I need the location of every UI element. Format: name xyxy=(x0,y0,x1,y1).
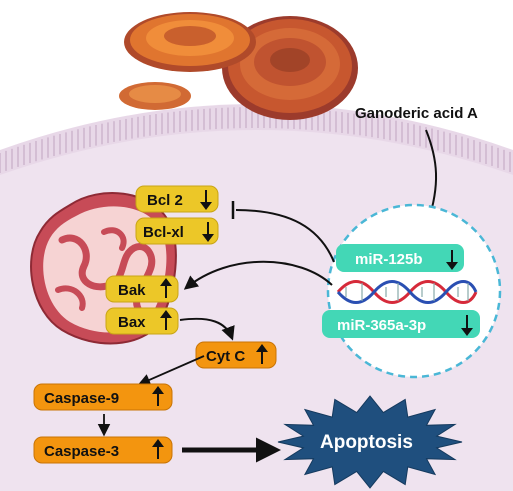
mirna-label-365a: miR-365a-3p xyxy=(337,317,426,334)
protein-box-bcl-xl: Bcl-xl xyxy=(136,218,218,244)
ganoderic-acid-label: Ganoderic acid A xyxy=(355,105,478,122)
protein-box-caspase3: Caspase-3 xyxy=(34,437,172,463)
svg-text:Bax: Bax xyxy=(118,314,146,331)
reishi-mushroom-illustration xyxy=(119,12,358,120)
svg-text:Caspase-3: Caspase-3 xyxy=(44,443,119,460)
protein-box-caspase9: Caspase-9 xyxy=(34,384,172,410)
protein-box-bak: Bak xyxy=(106,276,178,302)
mirna-label-125b: miR-125b xyxy=(355,251,423,268)
svg-text:Bcl-xl: Bcl-xl xyxy=(143,224,184,241)
svg-text:Bcl 2: Bcl 2 xyxy=(147,192,183,209)
svg-text:Cyt C: Cyt C xyxy=(206,348,245,365)
protein-box-bax: Bax xyxy=(106,308,178,334)
svg-text:Bak: Bak xyxy=(118,282,146,299)
svg-text:Caspase-9: Caspase-9 xyxy=(44,390,119,407)
protein-box-bcl2: Bcl 2 xyxy=(136,186,218,212)
protein-box-cytc: Cyt C xyxy=(196,342,276,368)
apoptosis-label: Apoptosis xyxy=(320,432,413,453)
